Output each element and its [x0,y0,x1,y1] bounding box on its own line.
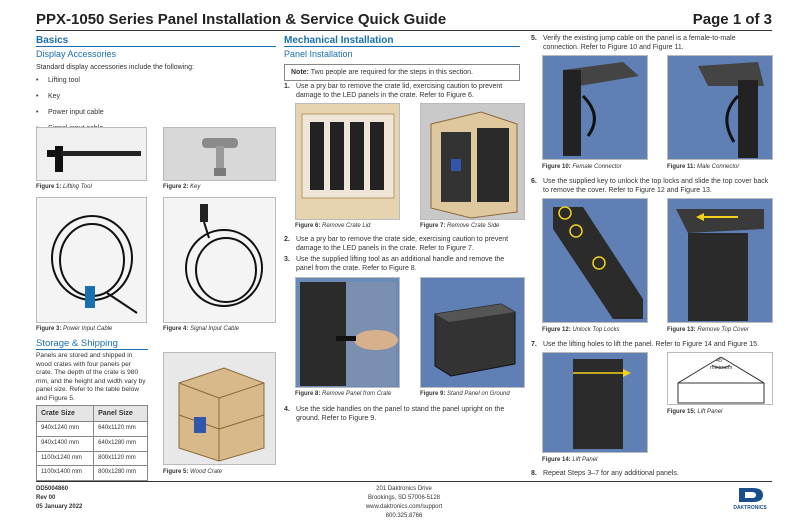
figure-8-caption: Figure 8: Remove Panel from Crate [295,391,392,397]
header-rule [36,30,772,31]
table-cell: 1100x1400 mm [35,465,95,482]
figure-5-caption: Figure 5: Wood Crate [163,469,223,475]
figure-6-caption: Figure 6: Remove Crate Lid [295,223,371,229]
figure-10-female-connector [542,55,648,160]
accessories-intro: Standard display accessories include the… [36,64,194,71]
daktronics-logo-icon [735,487,765,503]
figure-11-male-connector [667,55,773,160]
list-item: Power input cable [36,108,104,117]
figure-4-signal-cable [163,197,276,323]
step-4: 4.Use the side handles on the panel to s… [284,406,505,423]
doc-number: DD5004860 [36,486,69,492]
figure-12-caption: Figure 12: Unlock Top Locks [542,327,620,333]
address-line-2: Brookings, SD 57006-5128 [367,495,441,501]
list-item: Lifting tool [36,76,104,85]
angle-min-label: minimum [710,365,733,371]
mechanical-rule [284,46,520,47]
table-cell: 940x1240 mm [35,421,95,437]
table-cell: 800x1120 mm [93,450,148,467]
figure-2-key [163,127,276,181]
step-6: 6.Use the supplied key to unlock the top… [531,178,769,195]
step-7: 7.Use the lifting holes to lift the pane… [531,341,759,348]
table-cell: 800x1280 mm [93,465,148,482]
figure-13-caption: Figure 13: Remove Top Cover [667,327,749,333]
figure-11-caption: Figure 11: Male Connector [667,164,740,170]
figure-3-power-cable [36,197,147,323]
table-cell: 940x1400 mm [35,435,95,452]
figure-9-stand-panel [420,277,525,388]
figure-13-remove-top-cover [667,198,773,323]
figure-5-wood-crate [163,352,276,465]
figure-15-caption: Figure 15: Lift Panel [667,409,723,415]
step-1: 1.Use a pry bar to remove the crate lid,… [284,83,503,100]
figure-7-remove-crate-side [420,103,525,220]
figure-7-caption: Figure 7: Remove Crate Side [420,223,500,229]
list-item: Key [36,92,104,101]
angle-label: 45° [716,358,725,364]
accessories-subheading: Display Accessories [36,49,117,59]
figure-1-lifting-tool [36,127,147,181]
table-header: Crate Size [35,404,95,423]
revision: Rev 00 [36,495,56,501]
table-cell: 1100x1240 mm [35,450,95,467]
support-url[interactable]: www.daktronics.com/support [365,504,443,510]
step-3: 3.Use the supplied lifting tool as an ad… [284,256,505,273]
figure-4-caption: Figure 4: Signal Input Cable [163,326,240,332]
table-cell: 640x1120 mm [93,421,148,437]
figure-12-unlock-top-locks [542,198,648,323]
footer-rule [36,481,772,482]
storage-rule [36,349,148,350]
figure-14-lift-panel-photo [542,352,648,453]
figure-6-remove-crate-lid [295,103,400,220]
figure-15-lift-diagram: 45° minimum [667,352,773,405]
daktronics-logo-text: DAKTRONICS [733,505,767,511]
phone-number: 800.325.8766 [385,513,423,519]
page-number: Page 1 of 3 [692,11,772,28]
storage-heading: Storage & Shipping [36,338,118,349]
address-line-1: 201 Daktronics Drive [376,486,432,492]
figure-1-caption: Figure 1: Lifting Tool [36,184,92,190]
panel-installation-subheading: Panel Installation [284,49,353,59]
basics-heading: Basics [36,35,69,46]
figure-3-caption: Figure 3: Power Input Cable [36,326,113,332]
table-cell: 640x1280 mm [93,435,148,452]
table-header-row: Crate Size Panel Size [35,404,148,423]
page-title: PPX-1050 Series Panel Installation & Ser… [36,11,447,28]
doc-date: 05 January 2022 [36,504,83,510]
mechanical-heading: Mechanical Installation [284,35,394,46]
step-2: 2.Use a pry bar to remove the crate side… [284,236,509,253]
note-box: Note: Two people are required for the st… [284,64,520,82]
figure-10-caption: Figure 10: Female Connector [542,164,622,170]
figure-9-caption: Figure 9: Stand Panel on Ground [420,391,510,397]
step-5: 5.Verify the existing jump cable on the … [531,35,736,52]
figure-8-remove-panel [295,277,400,388]
figure-14-caption: Figure 14: Lift Panel [542,457,598,463]
step-8: 8.Repeat Steps 3–7 for any additional pa… [531,470,679,477]
table-header: Panel Size [93,404,148,423]
basics-rule [36,46,276,47]
figure-2-caption: Figure 2: Key [163,184,201,190]
storage-text: Panels are stored and shipped in wood cr… [36,352,146,402]
